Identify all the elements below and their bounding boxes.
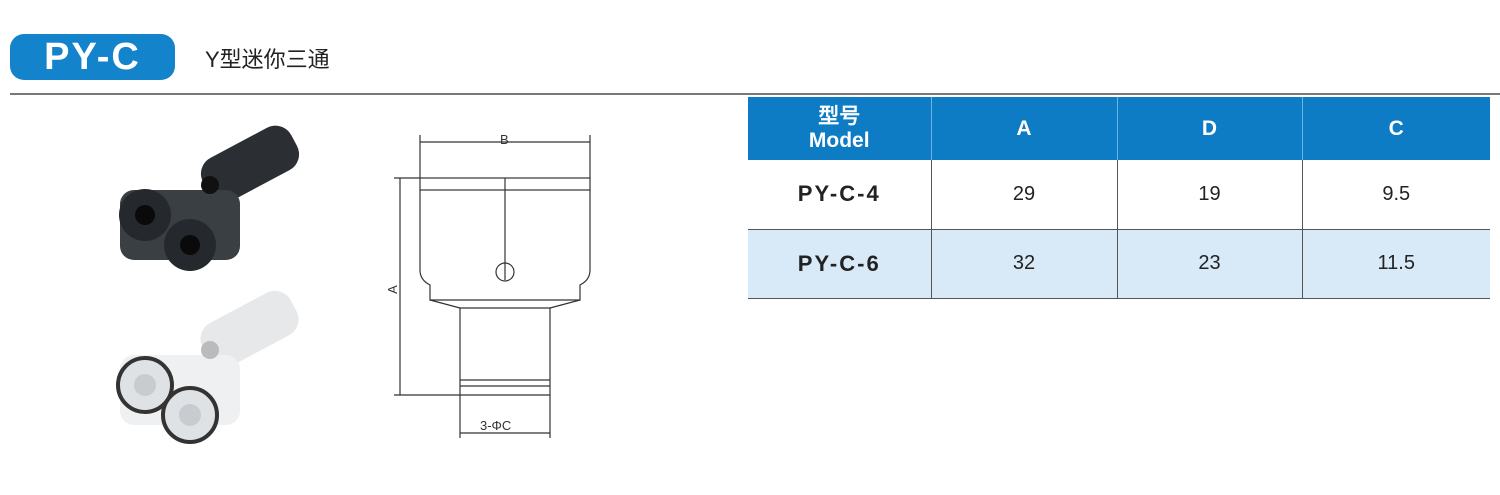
table-row: PY-C-6 32 23 11.5 bbox=[748, 229, 1490, 299]
header-model-cn: 型号 bbox=[818, 104, 861, 128]
white-fitting-photo bbox=[116, 290, 299, 444]
dimension-a-label: A bbox=[384, 285, 400, 294]
cell-model: PY-C-6 bbox=[748, 229, 931, 299]
dimension-c-label: 3-ΦC bbox=[480, 418, 512, 433]
dimension-b-label: B bbox=[500, 132, 509, 147]
cell-a: 29 bbox=[930, 160, 1117, 230]
cell-a: 32 bbox=[930, 229, 1117, 299]
cell-d: 23 bbox=[1116, 229, 1302, 299]
cell-c: 11.5 bbox=[1301, 229, 1490, 299]
cell-model: PY-C-4 bbox=[748, 160, 931, 230]
table-row: PY-C-4 29 19 9.5 bbox=[748, 160, 1490, 230]
divider bbox=[10, 93, 1500, 95]
product-subtitle: Y型迷你三通 bbox=[205, 47, 330, 72]
dimension-drawing bbox=[394, 135, 591, 438]
header-a: A bbox=[930, 97, 1117, 160]
header-d: D bbox=[1116, 97, 1302, 160]
cell-d: 19 bbox=[1116, 160, 1302, 230]
black-fitting-photo bbox=[119, 125, 300, 271]
header-model-en: Model bbox=[808, 128, 870, 152]
product-code-badge: PY-C bbox=[10, 34, 175, 80]
header-c: C bbox=[1301, 97, 1490, 160]
cell-c: 9.5 bbox=[1301, 160, 1490, 230]
